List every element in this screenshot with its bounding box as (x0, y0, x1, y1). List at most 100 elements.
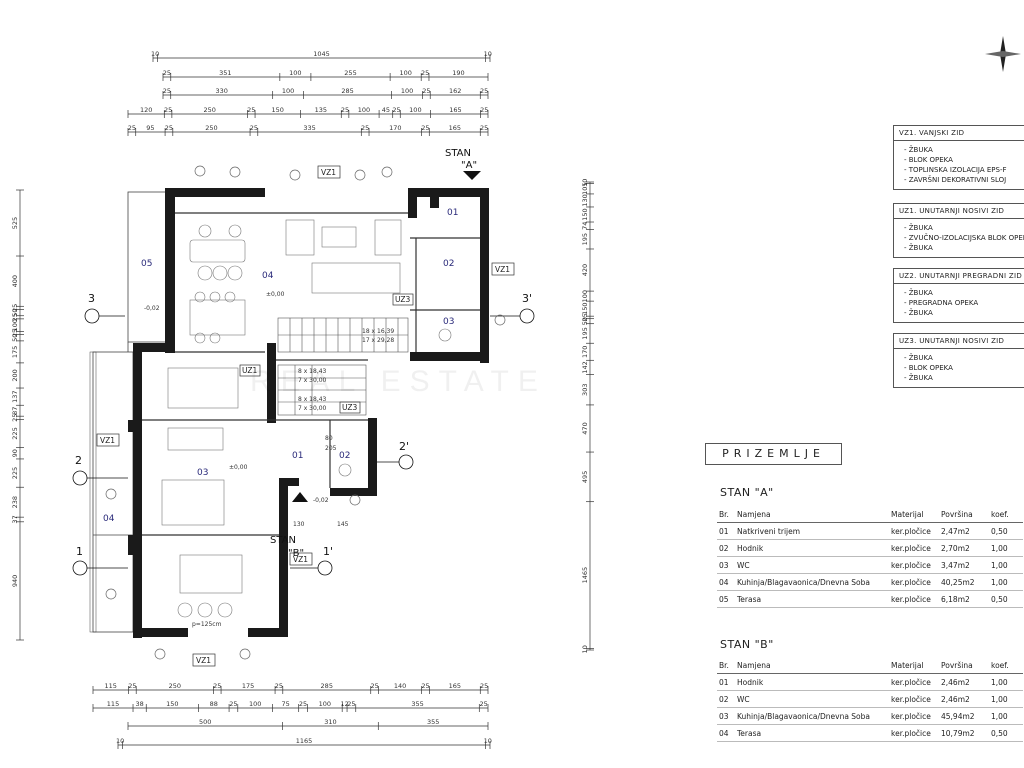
dimension-label: 75 (281, 700, 289, 708)
section-mark-1: 1 (76, 545, 83, 558)
col-materijal: Materijal (891, 660, 924, 670)
cell-povrsina: 2,70m2 (941, 543, 970, 553)
wall-tag-vz1: VZ1 (100, 436, 115, 445)
col-namjena: Namjena (737, 509, 771, 519)
cell-namjena: Terasa (737, 594, 762, 604)
dimension-label: 25 (421, 69, 429, 77)
dimension-label: 10 (581, 179, 589, 187)
dimension-label: 120 (140, 106, 152, 114)
dimension-label: 100 (401, 87, 413, 95)
cell-br: 03 (719, 711, 729, 721)
dimension-label: 170 (389, 124, 401, 132)
dimension-label: 25 (392, 106, 400, 114)
dimension-label: 25 (163, 87, 171, 95)
dimension-label: 500 (199, 718, 211, 726)
room-labels: 01 02 03 04 05 01 02 03 04 (103, 208, 458, 524)
dimension-label: 330 (215, 87, 227, 95)
wall-tag-vz1: VZ1 (196, 656, 211, 665)
dimension-label: 25 (11, 414, 19, 422)
dimension-label: 105 (581, 182, 589, 194)
legend-item: - PREGRADNA OPEKA (904, 299, 979, 307)
stairs-note: 17 x 29,28 (362, 337, 394, 344)
section-markers: 3 3' 2 2' 1 1' (72, 292, 535, 576)
dimension-label: 470 (581, 422, 589, 434)
dimension-label: 1465 (581, 567, 589, 584)
col-koef: koef. (991, 660, 1009, 670)
stan-a-marker-title: STAN (445, 148, 471, 159)
dimension-label: 25 (229, 700, 237, 708)
cell-koef: 0,50 (991, 594, 1008, 604)
dimension-label: 100 (249, 700, 261, 708)
dimension-label: 25 (128, 124, 136, 132)
room-a-04: 04 (262, 271, 274, 281)
cell-namjena: Natkriveni trijem (737, 526, 801, 536)
dimension-label: 355 (411, 700, 423, 708)
dimension-label: 137 (11, 390, 19, 402)
dimension-label: 25 (480, 124, 488, 132)
legend-wall-uz2: UZ2. UNUTARNJI PREGRADNI ZID - ŽBUKA - P… (893, 268, 1024, 323)
dimension-label: 25 (165, 124, 173, 132)
dimension-label: 100 (289, 69, 301, 77)
dimension-label: 95 (146, 124, 154, 132)
cell-koef: 0,50 (991, 728, 1008, 738)
legend-item: - ŽBUKA (904, 309, 933, 317)
dimension-label: 100 (282, 87, 294, 95)
legend-wall-vz1: VZ1. VANJSKI ZID - ŽBUKA - BLOK OPEKA - … (893, 125, 1024, 190)
wall-tag-uz3: UZ3 (395, 295, 410, 304)
room-b-02: 02 (339, 451, 350, 461)
wall-tag-vz1: VZ1 (321, 168, 336, 177)
dimension-label: 25 (341, 106, 349, 114)
dimension-label: 25 (164, 106, 172, 114)
legend-item: - ŽBUKA (904, 146, 933, 154)
dim-note: 145 (337, 521, 349, 528)
legend-item: - ŽBUKA (904, 374, 933, 382)
room-a-01: 01 (447, 208, 458, 218)
cell-povrsina: 6,18m2 (941, 594, 970, 604)
cell-koef: 1,00 (991, 560, 1008, 570)
dimension-label: 50 (11, 308, 19, 316)
legend-item: - BLOK OPEKA (904, 364, 953, 372)
dimension-label: 45 (382, 106, 390, 114)
cell-materijal: ker.pločice (891, 728, 931, 738)
dimension-label: 150 (581, 302, 589, 314)
cell-materijal: ker.pločice (891, 543, 931, 553)
dimension-label: 140 (394, 682, 406, 690)
cell-namjena: Terasa (737, 728, 762, 738)
cell-povrsina: 45,94m2 (941, 711, 975, 721)
dimension-label: 25 (581, 313, 589, 321)
dimension-label: 420 (581, 264, 589, 276)
dimension-label: 175 (242, 682, 254, 690)
dimension-label: 135 (315, 106, 327, 114)
cell-materijal: ker.pločice (891, 594, 931, 604)
wall-tag-uz3: UZ3 (342, 403, 357, 412)
dimension-label: 100 (399, 69, 411, 77)
room-b-01: 01 (292, 451, 303, 461)
legend-item: - ŽBUKA (904, 354, 933, 362)
dimension-label: 100 (358, 106, 370, 114)
section-mark-3p: 3' (522, 292, 532, 305)
cell-materijal: ker.pločice (891, 711, 931, 721)
dimension-label: 525 (11, 217, 19, 229)
col-namjena: Namjena (737, 660, 771, 670)
cell-materijal: ker.pločice (891, 577, 931, 587)
cell-namjena: WC (737, 694, 750, 704)
cell-povrsina: 3,47m2 (941, 560, 970, 570)
dim-note: 130 (293, 521, 305, 528)
cell-koef: 1,00 (991, 677, 1008, 687)
dimension-label: 25 (480, 87, 488, 95)
dimension-label: 200 (11, 369, 19, 381)
cell-br: 05 (719, 594, 729, 604)
room-b-03: 03 (197, 468, 208, 478)
legend-item: - ŽBUKA (904, 244, 933, 252)
dimension-label: 150 (166, 700, 178, 708)
dimension-label: 25 (299, 700, 307, 708)
dimension-label: 10 (484, 737, 492, 745)
dimension-label: 335 (303, 124, 315, 132)
dimension-label: 25 (480, 106, 488, 114)
dimension-label: 10 (116, 737, 124, 745)
dimension-label: 25 (370, 682, 378, 690)
